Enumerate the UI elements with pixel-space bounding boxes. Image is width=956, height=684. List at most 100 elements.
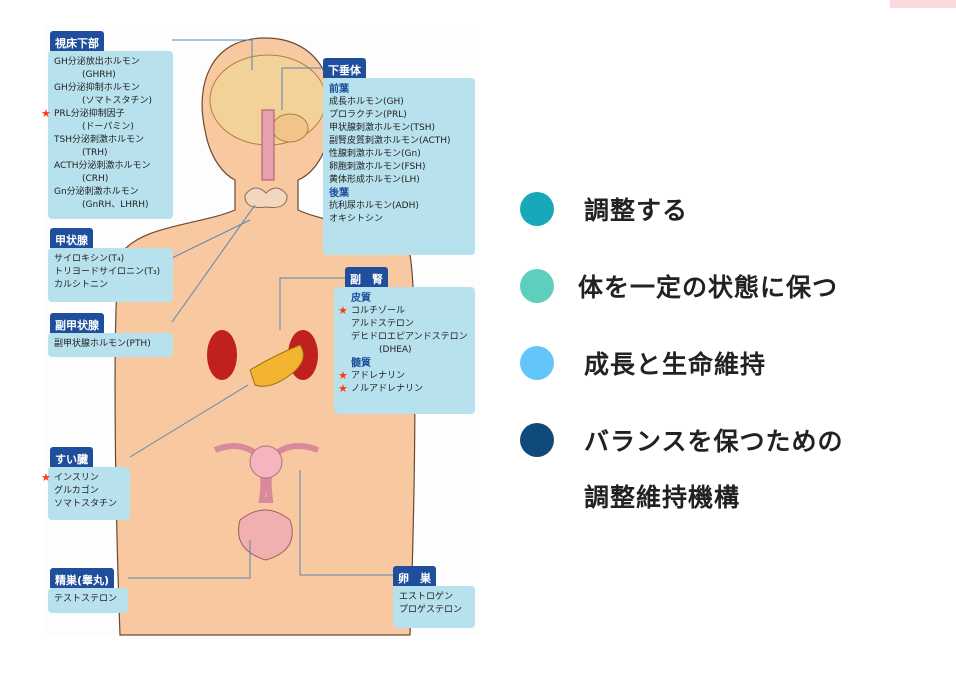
legend-label: バランスを保つための (584, 427, 844, 456)
hormone-item: ★アドレナリン (338, 369, 469, 383)
cerebellum (271, 113, 309, 143)
hormone-item: 副腎皮質刺激ホルモン(ACTH) (329, 135, 469, 148)
uterus (213, 443, 320, 503)
hormone-item: 性腺刺激ホルモン(Gn) (329, 148, 469, 161)
hormone-item: 黄体形成ホルモン(LH) (329, 174, 469, 187)
hormone-item: 副甲状腺ホルモン(PTH) (54, 338, 167, 351)
hormone-label: 抗利尿ホルモン(ADH) (329, 201, 419, 211)
star-icon: ★ (338, 382, 348, 395)
legend-label: 体を一定の状態に保つ (578, 273, 839, 302)
legend-dot (520, 192, 554, 226)
parathyroid-hormone-list: 副甲状腺ホルモン(PTH) (48, 333, 173, 357)
hormone-label: プロラクチン(PRL) (329, 110, 407, 120)
thyroid-title: 甲状腺 (50, 228, 93, 248)
hormone-item: アルドステロン (351, 318, 469, 331)
pituitary-title: 下垂体 (323, 58, 366, 78)
hormone-item: 卵胞刺激ホルモン(FSH) (329, 161, 469, 174)
pancreas-hormone-list: ★インスリングルカゴンソマトスタチン (41, 467, 130, 520)
testis-hormone-list: テストステロン (48, 588, 128, 613)
hormone-item: TSH分泌刺激ホルモン (54, 134, 167, 147)
hormone-item: ★インスリン (41, 471, 124, 485)
hormone-label: 黄体形成ホルモン(LH) (329, 175, 420, 185)
hormone-label: インスリン (54, 473, 99, 483)
legend-dot (520, 423, 554, 457)
left-kidney (207, 330, 237, 380)
hormone-label: 前葉 (329, 84, 349, 95)
hormone-label: PRL分泌抑制因子 (54, 109, 125, 119)
hormone-item: (TRH) (54, 147, 167, 160)
hormone-item: GH分泌放出ホルモン (54, 56, 167, 69)
adrenal-hormone-list: 皮質★コルチゾールアルドステロンデヒドロエピアンドステロン(DHEA)髄質★アド… (334, 287, 475, 414)
hormone-label: (ドーパミン) (82, 122, 134, 132)
hormone-label: 皮質 (351, 293, 371, 304)
pancreas-organ (249, 344, 304, 387)
hormone-item: プロラクチン(PRL) (329, 109, 469, 122)
body-outline (114, 37, 416, 636)
legend-label: 成長と生命維持 (584, 350, 767, 379)
ovary-title: 卵 巣 (393, 566, 436, 586)
hormone-label: エストロゲン (399, 592, 454, 602)
legend-item-homeostasis: 体を一定の状態に保つ (520, 268, 838, 304)
hormone-item: カルシトニン (54, 279, 167, 292)
hormone-item: グルカゴン (54, 485, 124, 498)
corner-decoration (890, 0, 956, 8)
thyroid-gland (244, 187, 288, 208)
thyroid-hormone-list: サイロキシン(T₄)トリヨードサイロニン(T₃)カルシトニン (48, 248, 173, 302)
hormone-item: ACTH分泌刺激ホルモン (54, 160, 167, 173)
hormone-item: (ソマトスタチン) (54, 95, 167, 108)
hormone-label: 副腎皮質刺激ホルモン(ACTH) (329, 136, 451, 146)
hormone-label: ソマトスタチン (54, 499, 118, 509)
pituitary-hormone-list: 前葉成長ホルモン(GH) プロラクチン(PRL) 甲状腺刺激ホルモン(TSH)副腎皮… (323, 78, 475, 255)
hormone-label: テストステロン (54, 594, 118, 604)
legend-dot (520, 346, 554, 380)
hormone-label: 成長ホルモン(GH) (329, 97, 404, 107)
hormone-item: 抗利尿ホルモン(ADH) (329, 200, 469, 213)
hormone-item: ★ノルアドレナリン (338, 382, 469, 396)
hormone-label: 性腺刺激ホルモン(Gn) (329, 149, 421, 159)
hormone-item: Gn分泌刺激ホルモン (54, 186, 167, 199)
hormone-label: トリヨードサイロニン(T₃) (54, 267, 161, 277)
hormone-label: 卵胞刺激ホルモン(FSH) (329, 162, 426, 172)
hormone-item: テストステロン (54, 593, 122, 606)
legend-item-regulate: 調整する (520, 191, 688, 227)
hormone-item: ソマトスタチン (54, 498, 124, 511)
testis-title: 精巣(睾丸) (50, 568, 115, 588)
hormone-label: オキシトシン (329, 214, 384, 224)
adrenal-title: 副 腎 (345, 267, 388, 287)
hormone-label: (GnRH、LHRH) (82, 200, 149, 210)
hormone-label: コルチゾール (351, 306, 406, 316)
spinal-cord (261, 109, 275, 181)
hormone-label: Gn分泌刺激ホルモン (54, 187, 139, 197)
star-icon: ★ (41, 471, 51, 484)
star-icon: ★ (338, 369, 348, 382)
hormone-item: 甲状腺刺激ホルモン(TSH) (329, 122, 469, 135)
hormone-item: エストロゲン (399, 591, 469, 604)
hormone-label: 髄質 (351, 358, 371, 369)
parathyroid-title: 副甲状腺 (50, 313, 104, 333)
legend-label-continued: 調整維持機構 (584, 483, 741, 512)
hormone-item: ★コルチゾール (338, 304, 469, 318)
hormone-item: トリヨードサイロニン(T₃) (54, 266, 167, 279)
hormone-item: (DHEA) (351, 344, 469, 357)
hormone-label: アルドステロン (351, 319, 414, 329)
hormone-label: (TRH) (82, 148, 108, 158)
hormone-item: (ドーパミン) (54, 121, 167, 134)
hormone-label: グルカゴン (54, 486, 99, 496)
section-heading: 前葉 (329, 83, 469, 96)
connector-lines (128, 39, 393, 579)
legend-label: 調整する (584, 196, 689, 225)
ovary-hormone-list: エストロゲンプロゲステロン (393, 586, 475, 628)
pancreas-title: すい臓 (50, 447, 93, 467)
hormone-item: (GnRH、LHRH) (54, 199, 167, 212)
hormone-item: オキシトシン (329, 213, 469, 226)
hypothalamus-hormone-list: GH分泌放出ホルモン(GHRH)GH分泌抑制ホルモン(ソマトスタチン)★PRL分… (41, 51, 173, 219)
hypothalamus-title: 視床下部 (50, 31, 104, 51)
hormone-label: ACTH分泌刺激ホルモン (54, 161, 151, 171)
hormone-item: 成長ホルモン(GH) (329, 96, 469, 109)
hormone-item: (GHRH) (54, 69, 167, 82)
hormone-label: (CRH) (82, 174, 109, 184)
hormone-label: デヒドロエピアンドステロン (351, 332, 468, 342)
hormone-label: GH分泌放出ホルモン (54, 57, 140, 67)
hormone-item: ★PRL分泌抑制因子 (41, 107, 167, 121)
